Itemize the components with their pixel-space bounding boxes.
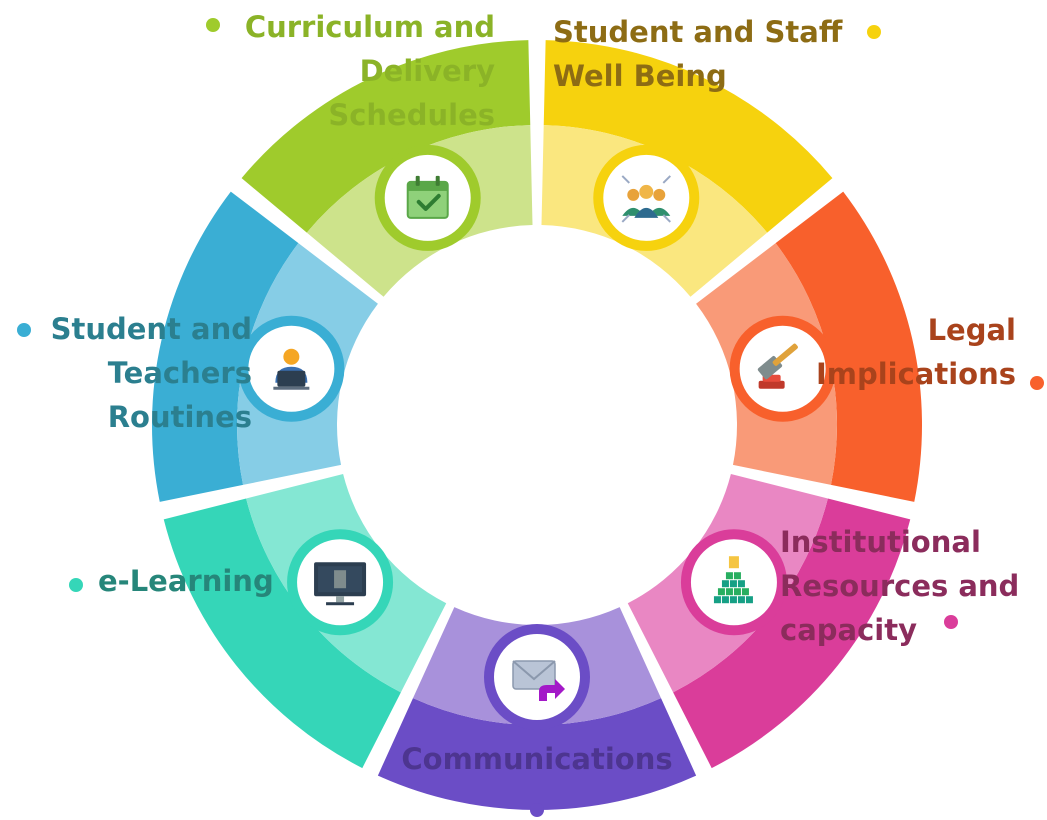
segment-outer-resources: [673, 498, 911, 769]
segment-outer-elearning: [163, 498, 401, 769]
dot-legal: [1030, 376, 1044, 390]
label-line: Delivery: [360, 54, 495, 88]
group-people-badge: [593, 144, 700, 251]
label-line: Student and: [51, 312, 252, 346]
label-elearning: e-Learning: [98, 564, 274, 598]
label-line: Well Being: [553, 59, 727, 93]
label-line: Resources and: [780, 569, 1019, 603]
label-line: Schedules: [328, 98, 495, 132]
segment-outer-communications: [377, 698, 697, 810]
segment-outer-legal: [775, 191, 922, 502]
label-line: e-Learning: [98, 564, 274, 598]
group-people-icon: [621, 175, 671, 223]
calendar-check-badge: [374, 144, 481, 251]
person-laptop-badge: [238, 315, 345, 422]
ring-segments: [152, 40, 922, 810]
computer-monitor-badge: [287, 529, 394, 636]
label-line: Institutional: [780, 525, 981, 559]
dot-wellbeing: [867, 25, 881, 39]
label-line: Student and Staff: [553, 15, 843, 49]
stacked-blocks-icon: [713, 556, 753, 604]
person-laptop-icon: [273, 348, 310, 390]
label-line: Legal: [928, 313, 1016, 347]
dot-resources: [944, 615, 958, 629]
label-line: Teachers: [108, 356, 252, 390]
email-forward-badge: [484, 624, 590, 730]
label-communications: Communications: [401, 742, 672, 776]
dot-elearning: [69, 578, 83, 592]
email-forward-icon: [512, 660, 565, 701]
gavel-icon: [757, 343, 798, 389]
icon-badges: [238, 144, 836, 730]
dot-communications: [530, 803, 544, 817]
segment-outer-curriculum: [241, 40, 531, 233]
gavel-badge: [729, 315, 836, 422]
segment-outer-routines: [152, 191, 299, 502]
label-line: Implications: [816, 357, 1016, 391]
label-line: capacity: [780, 613, 917, 647]
label-line: Curriculum and: [245, 10, 495, 44]
label-line: Routines: [108, 400, 252, 434]
calendar-check-icon: [406, 175, 449, 219]
legend-dots: [17, 18, 1044, 817]
stacked-blocks-badge: [680, 529, 787, 636]
label-line: Communications: [401, 742, 672, 776]
dot-curriculum: [206, 18, 220, 32]
computer-monitor-icon: [314, 562, 367, 606]
segment-outer-wellbeing: [543, 40, 833, 233]
dot-routines: [17, 323, 31, 337]
